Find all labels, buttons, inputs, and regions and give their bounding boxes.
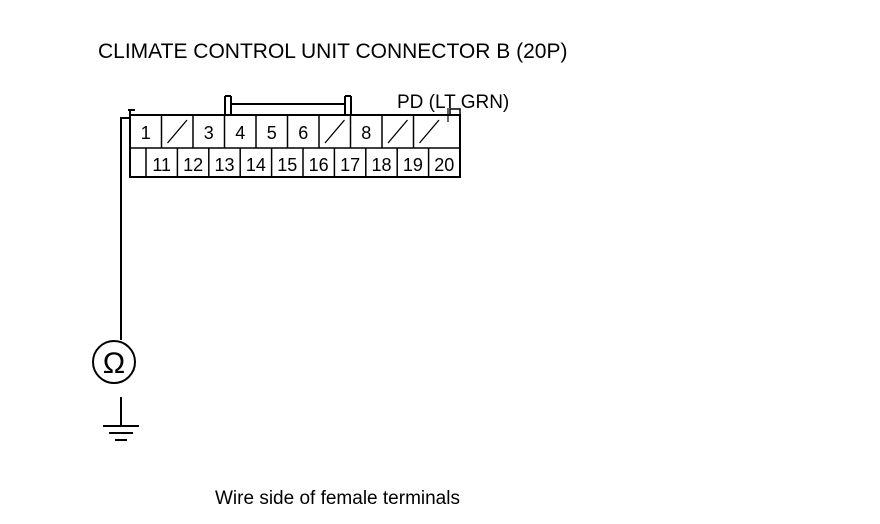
terminal-label: 3 xyxy=(204,123,214,143)
empty-cavity-mark xyxy=(387,119,408,144)
ground-icon xyxy=(103,397,139,441)
terminal-label: 17 xyxy=(340,155,360,175)
terminal-label: 14 xyxy=(246,155,266,175)
empty-cavity-mark xyxy=(167,119,188,144)
terminal-label: 16 xyxy=(309,155,329,175)
ohmmeter-symbol: Ω xyxy=(103,347,125,380)
ohmmeter-icon: Ω xyxy=(92,340,136,384)
empty-cavity-mark xyxy=(419,119,440,144)
connector-lock-tab xyxy=(224,95,352,115)
connector-top-row: 1 3 4 5 6 8 xyxy=(141,115,440,148)
diagram-caption: Wire side of female terminals xyxy=(215,488,460,509)
terminal-label: 15 xyxy=(277,155,297,175)
terminal-label: 13 xyxy=(214,155,234,175)
diagram-title: CLIMATE CONTROL UNIT CONNECTOR B (20P) xyxy=(98,40,567,63)
terminal-label: 18 xyxy=(371,155,391,175)
terminal-label: 4 xyxy=(235,123,245,143)
terminal-label: 12 xyxy=(183,155,203,175)
empty-cavity-mark xyxy=(324,119,345,144)
terminal-label: 6 xyxy=(298,123,308,143)
wire-label: PD (LT GRN) xyxy=(397,92,509,113)
terminal-label: 11 xyxy=(152,155,171,175)
probe-lead xyxy=(120,109,135,340)
terminal-label: 20 xyxy=(434,155,454,175)
terminal-label: 8 xyxy=(361,123,371,143)
connector-bottom-row: 11 12 13 14 15 16 17 18 19 20 xyxy=(145,148,454,177)
terminal-label: 1 xyxy=(141,123,151,143)
connector-body xyxy=(129,108,461,178)
terminal-label: 19 xyxy=(403,155,423,175)
terminal-label: 5 xyxy=(267,123,277,143)
